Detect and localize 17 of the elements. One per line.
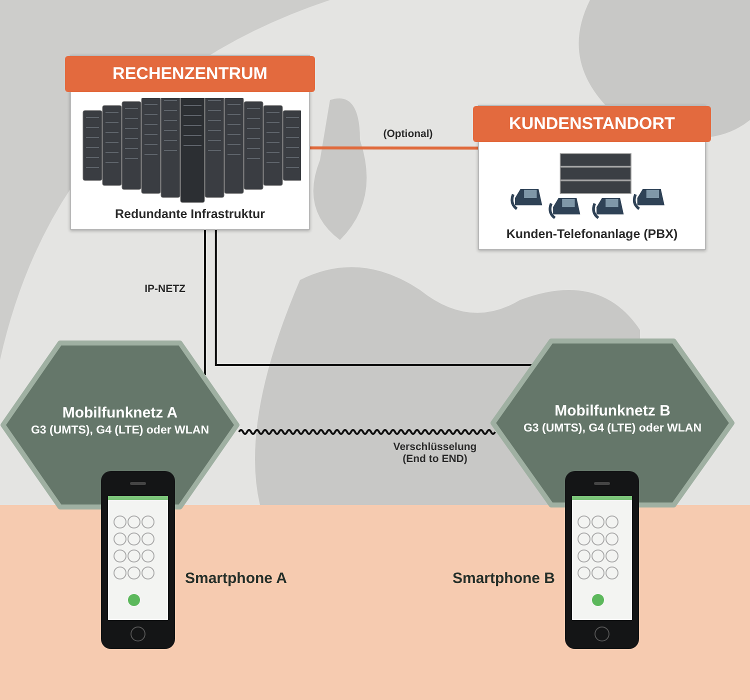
device-label: Smartphone A	[185, 570, 287, 587]
connector-line	[204, 230, 206, 376]
network-title: Mobilfunknetz B	[554, 402, 672, 420]
device-label: Smartphone B	[452, 570, 555, 587]
card-caption: Redundante Infrastruktur	[114, 207, 265, 221]
network-description: G3 (UMTS), G4 (LTE) oder WLAN	[522, 421, 703, 436]
connector-line	[310, 146, 478, 150]
card-header: KUNDENSTANDORT	[473, 106, 711, 142]
edge-label: (Optional)	[382, 128, 434, 140]
wavy-connector	[238, 429, 496, 435]
edge-label: IP-NETZ	[144, 283, 186, 296]
edge-label: Verschlüsselung (End to END)	[392, 441, 478, 466]
card-caption: Kunden-Telefonanlage (PBX)	[506, 227, 678, 241]
connector-line	[214, 230, 532, 366]
network-title: Mobilfunknetz A	[61, 404, 179, 422]
card-header: RECHENZENTRUM	[65, 56, 315, 92]
network-description: G3 (UMTS), G4 (LTE) oder WLAN	[30, 423, 210, 438]
